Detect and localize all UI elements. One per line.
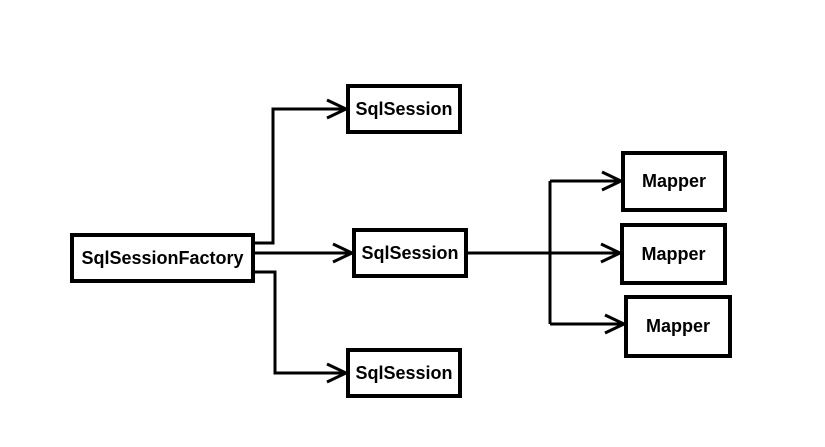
node-mapper-bottom: Mapper xyxy=(624,295,732,358)
node-mapper-top-label: Mapper xyxy=(641,171,706,191)
node-sqlsession-top-label: SqlSession xyxy=(355,98,453,119)
node-mapper-middle: Mapper xyxy=(620,223,727,285)
node-sqlsession-middle: SqlSession xyxy=(352,228,468,278)
node-sqlsession-top: SqlSession xyxy=(346,84,462,134)
edge-factory-to-session-bottom xyxy=(255,270,346,373)
node-mapper-bottom-label: Mapper xyxy=(645,316,710,336)
node-sqlsession-bottom-label: SqlSession xyxy=(355,362,453,383)
node-sqlsession-middle-label: SqlSession xyxy=(361,242,459,263)
edge-factory-to-session-top xyxy=(255,109,346,245)
node-sqlsession-bottom: SqlSession xyxy=(346,348,462,398)
node-mapper-middle-label: Mapper xyxy=(641,243,706,264)
node-sqlsessionfactory: SqlSessionFactory xyxy=(70,233,255,283)
node-sqlsessionfactory-label: SqlSessionFactory xyxy=(81,247,244,268)
node-mapper-top: Mapper xyxy=(621,151,727,212)
